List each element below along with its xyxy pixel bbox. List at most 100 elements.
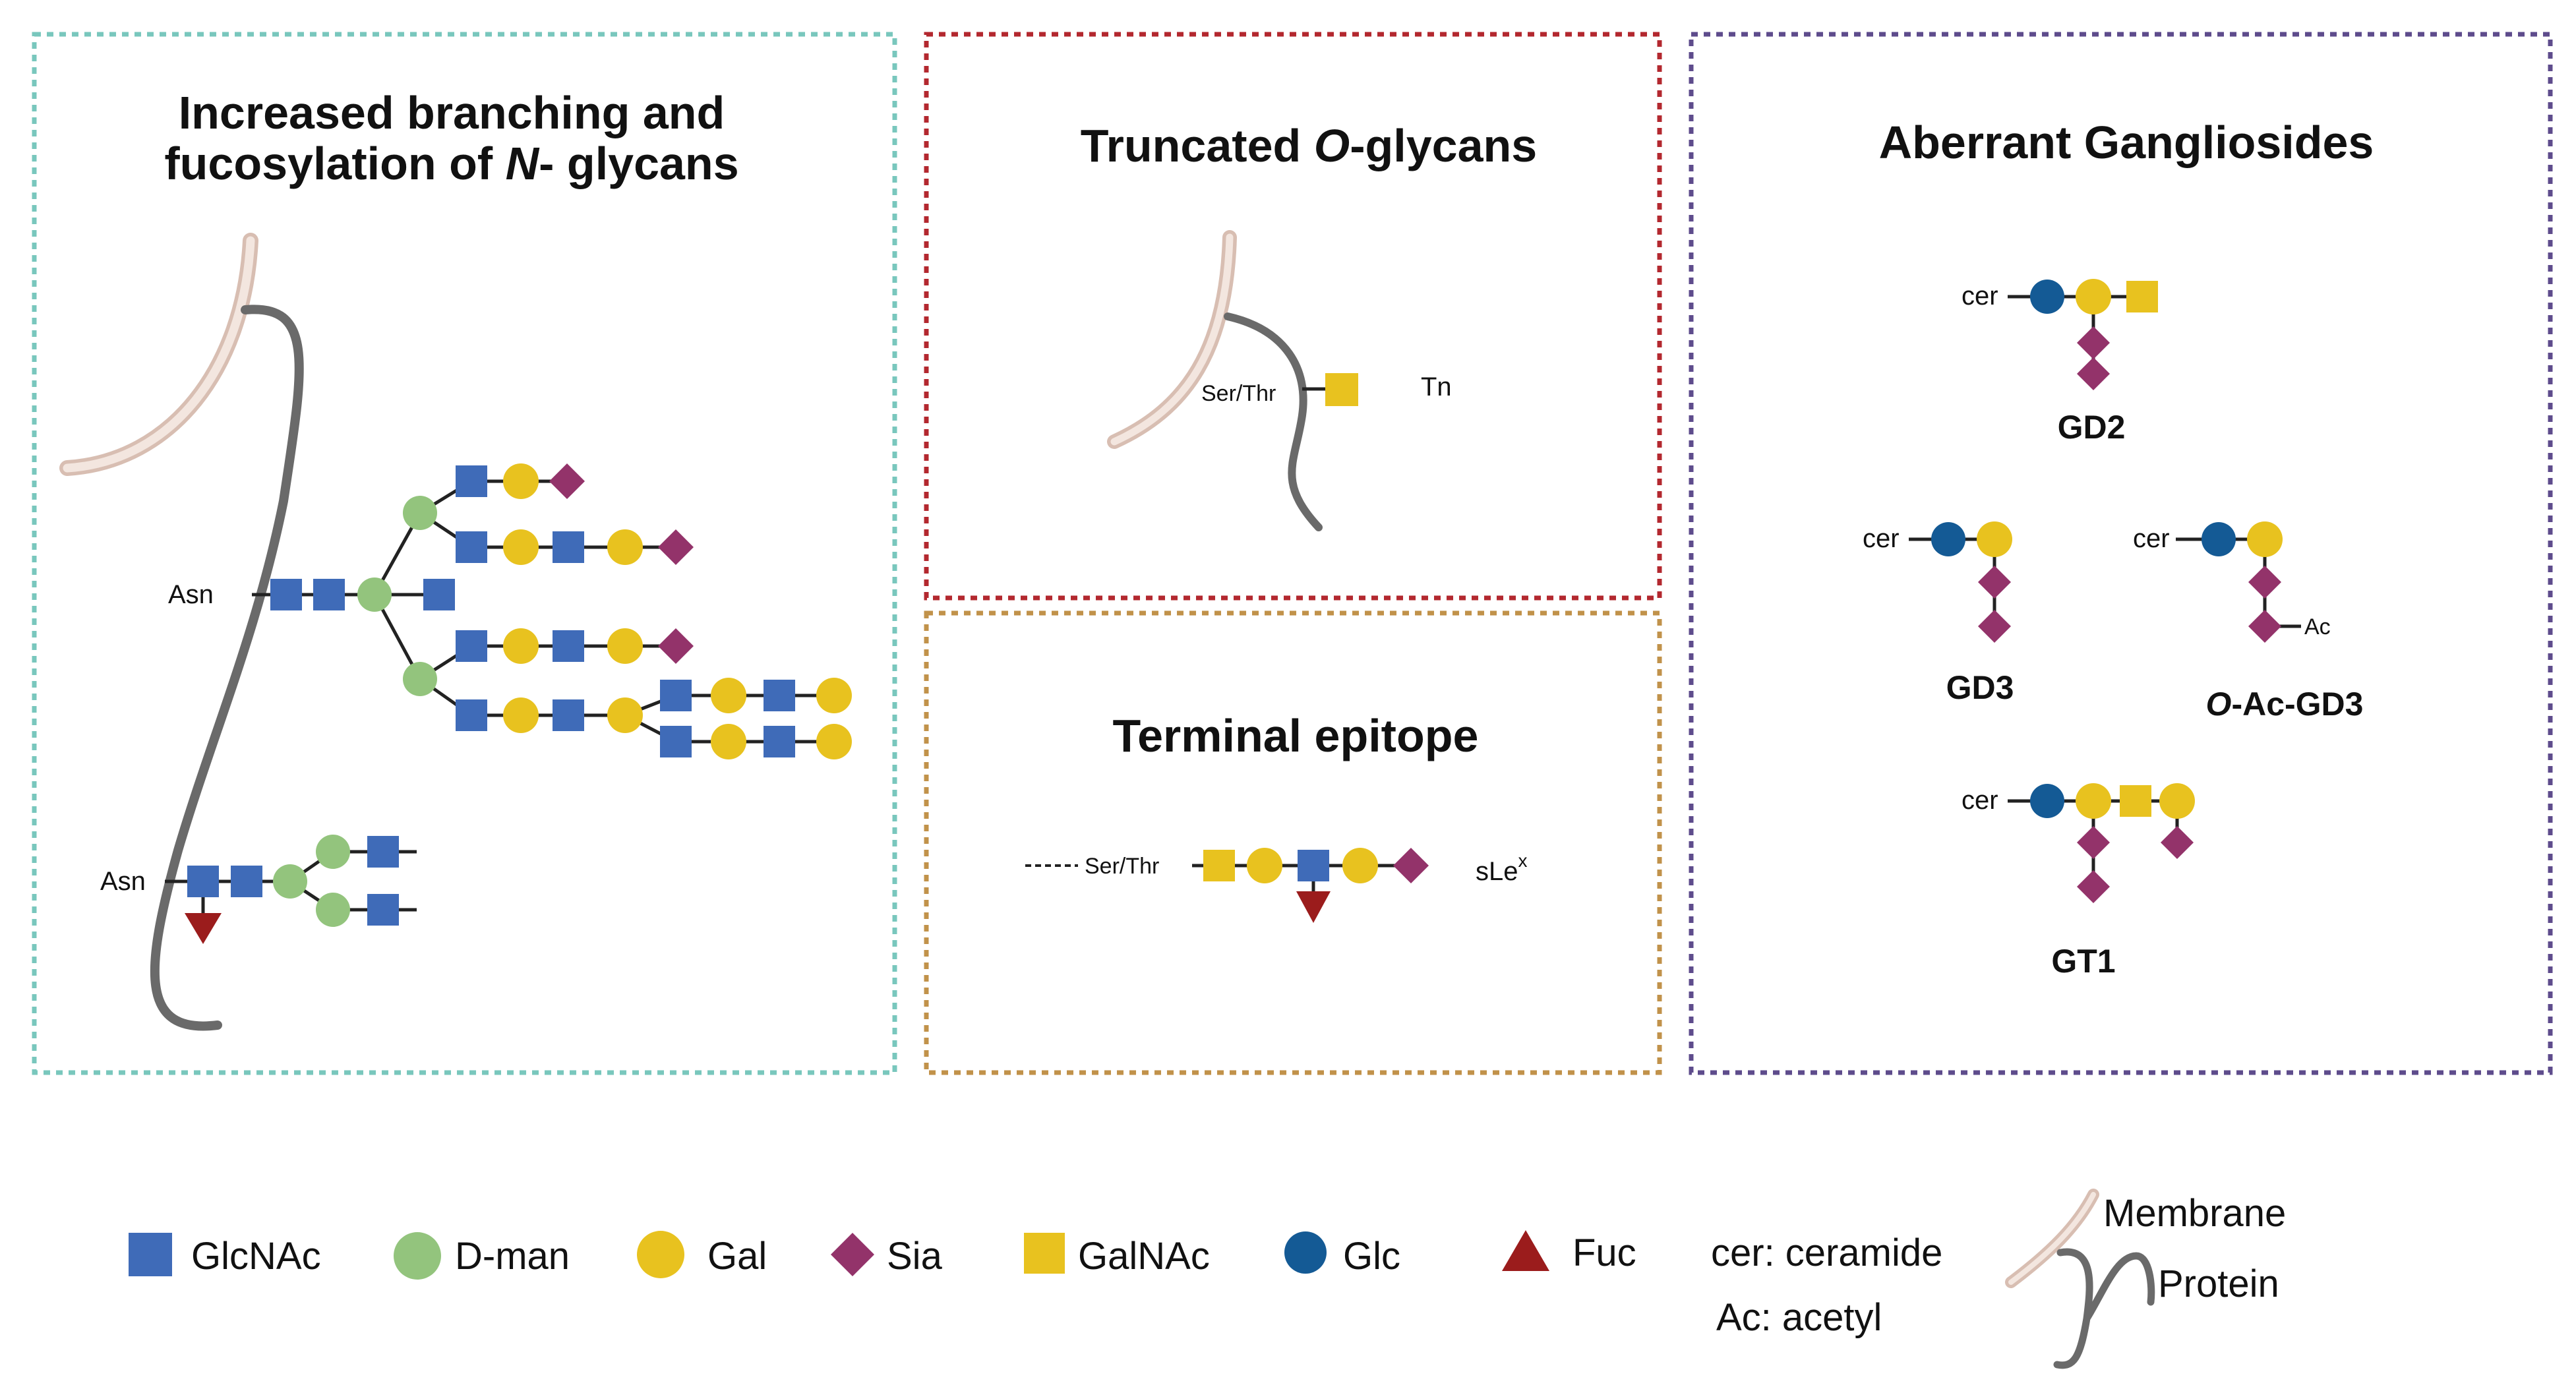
serthr-label: Ser/Thr [1201, 381, 1276, 406]
legend-protein-icon [2053, 1248, 2155, 1369]
o-glycans-title: Truncated O-glycans [1081, 120, 1537, 171]
slex-label: sLex [1476, 850, 1528, 886]
gal-residue [2076, 783, 2111, 819]
gal-residue [607, 529, 643, 565]
cer-label: cer [1863, 524, 1900, 553]
glcnac-residue [367, 894, 399, 926]
tn-label: Tn [1421, 372, 1452, 401]
legend-dman-icon [394, 1232, 441, 1280]
n-glycan-upper-residues [270, 463, 852, 759]
legend-sia-icon [831, 1233, 874, 1276]
sia-residue [1393, 848, 1429, 883]
gal-residue [2076, 279, 2111, 314]
fuc-residue [1296, 891, 1331, 923]
galnac-residue [1325, 373, 1358, 406]
glcnac-residue [423, 579, 455, 610]
galnac-residue [2120, 785, 2151, 817]
gal-residue [607, 628, 643, 664]
asn-label-top: Asn [168, 580, 214, 609]
gal-residue [711, 678, 746, 713]
dman-residue [316, 835, 350, 869]
glcnac-residue [553, 630, 584, 662]
legend-cer-abbrev: cer: ceramide [1711, 1231, 1942, 1274]
glcnac-residue [456, 465, 487, 497]
glcnac-residue [553, 699, 584, 731]
legend-gal-icon [637, 1231, 684, 1278]
sia-residue [2077, 870, 2110, 903]
glcnac-residue [660, 726, 692, 757]
legend-gal-label: Gal [707, 1235, 767, 1278]
gal-residue [1247, 848, 1282, 883]
glcnac-residue [187, 866, 219, 897]
gal-residue [816, 724, 852, 759]
gangliosides-title: Aberrant Gangliosides [1879, 117, 2374, 168]
legend-membrane-label: Membrane [2103, 1192, 2286, 1235]
legend-glcnac-icon [129, 1233, 172, 1276]
sia-residue [2077, 326, 2110, 359]
n-glycan-lower-residues [185, 835, 399, 944]
panel-terminal-border [924, 610, 1662, 1075]
glc-residue [2202, 522, 2236, 556]
glcnac-residue [270, 579, 302, 610]
gd3-label: GD3 [1946, 669, 2014, 706]
gal-residue [1977, 521, 2012, 557]
gal-residue [607, 697, 643, 733]
n-glycan-upper-links [252, 479, 834, 744]
sia-residue [1978, 610, 2011, 643]
dman-residue [403, 496, 437, 530]
gal-residue [2247, 521, 2283, 557]
protein-chain [150, 305, 304, 1031]
gd3-structure: cer [1863, 521, 2012, 643]
oac-gd3-structure: cer Ac [2133, 521, 2331, 643]
panel-o-glycans-border [924, 32, 1662, 601]
gal-residue [711, 724, 746, 759]
legend-glcnac-label: GlcNAc [191, 1235, 321, 1278]
legend-sia-label: Sia [887, 1235, 943, 1278]
sia-residue [2248, 610, 2281, 643]
legend: GlcNAc D-man Gal Sia GalNAc Glc Fuc cer:… [129, 1189, 2286, 1369]
serthr-label: Ser/Thr [1085, 854, 1159, 879]
gal-residue [503, 628, 539, 664]
panel-gangliosides-border [1689, 32, 2553, 1075]
cer-label: cer [1962, 281, 1998, 311]
membrane-shape-inner [1110, 233, 1234, 446]
gt1-label: GT1 [2051, 943, 2115, 980]
glcnac-residue [456, 531, 487, 563]
legend-membrane-icon [2005, 1189, 2099, 1288]
membrane-shape-inner [63, 236, 255, 473]
legend-galnac-icon [1024, 1233, 1065, 1274]
gal-residue [2159, 783, 2195, 819]
cer-label: cer [2133, 524, 2170, 553]
galnac-residue [1203, 850, 1235, 881]
fuc-residue [185, 913, 222, 944]
glcnac-residue [313, 579, 345, 610]
sia-residue [2248, 566, 2281, 599]
gal-residue [1342, 848, 1378, 883]
sia-residue [2077, 826, 2110, 859]
gd2-structure: cer [1962, 279, 2158, 390]
cer-label: cer [1962, 786, 1998, 815]
panel-n-glycans-border [32, 32, 897, 1075]
dman-residue [316, 893, 350, 927]
legend-dman-label: D-man [455, 1235, 570, 1278]
glc-residue [2030, 280, 2064, 314]
protein-chain [1224, 312, 1323, 531]
terminal-title: Terminal epitope [1113, 710, 1479, 761]
sia-residue [2161, 826, 2194, 859]
legend-galnac-label: GalNAc [1078, 1235, 1210, 1278]
asn-label-bottom: Asn [100, 867, 146, 896]
gt1-structure: cer [1962, 783, 2195, 903]
sia-residue [2077, 357, 2110, 390]
glcnac-residue [660, 680, 692, 711]
gal-residue [503, 463, 539, 499]
legend-glc-label: Glc [1343, 1235, 1400, 1278]
gal-residue [816, 678, 852, 713]
glc-residue [1931, 522, 1965, 556]
dman-residue [403, 662, 437, 696]
legend-fuc-icon [1502, 1230, 1549, 1271]
sia-residue [549, 463, 585, 499]
glcnac-residue [553, 531, 584, 563]
sia-residue [658, 529, 694, 565]
glcnac-residue [456, 630, 487, 662]
